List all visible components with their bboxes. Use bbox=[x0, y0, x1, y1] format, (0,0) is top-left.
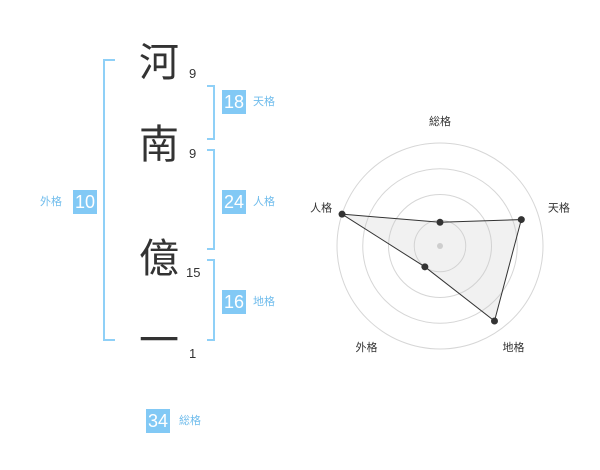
jinkaku-label: 人格 bbox=[253, 195, 275, 208]
radar-axis-label: 外格 bbox=[356, 340, 378, 354]
radar-ring bbox=[336, 142, 544, 350]
tenkaku-label: 天格 bbox=[253, 95, 275, 108]
jinkaku-value: 24 bbox=[222, 190, 246, 214]
name-char-3: 億 bbox=[139, 236, 179, 282]
radar-point-4 bbox=[421, 263, 429, 271]
radar-area bbox=[341, 213, 522, 322]
radar-point-2 bbox=[517, 216, 525, 224]
chikaku-label: 地格 bbox=[253, 295, 275, 308]
gaikaku-value: 10 bbox=[73, 190, 97, 214]
radar-center bbox=[437, 243, 443, 249]
radar-axis-label: 人格 bbox=[310, 200, 332, 214]
name-char-4: 一 bbox=[139, 318, 179, 364]
soukaku-value: 34 bbox=[146, 409, 170, 433]
radar-point-1 bbox=[436, 218, 444, 226]
soukaku-label: 総格 bbox=[179, 414, 201, 427]
name-char-1: 河 bbox=[139, 40, 179, 86]
stroke-count-2: 9 bbox=[189, 146, 197, 161]
chikaku-value: 16 bbox=[222, 290, 246, 314]
gaikaku-label: 外格 bbox=[40, 195, 62, 208]
tenkaku-value: 18 bbox=[222, 90, 246, 114]
stroke-count-1: 9 bbox=[189, 66, 197, 81]
stroke-count-4: 1 bbox=[189, 346, 197, 361]
radar-ring bbox=[362, 168, 518, 324]
name-char-2: 南 bbox=[139, 122, 179, 168]
radar-axis-label: 天格 bbox=[548, 200, 570, 214]
radar-axis-label: 総格 bbox=[429, 114, 451, 128]
radar-ring bbox=[388, 194, 492, 298]
stroke-count-3: 15 bbox=[186, 265, 201, 280]
radar-point-3 bbox=[490, 317, 498, 325]
radar-point-5 bbox=[338, 210, 346, 218]
radar-axis-label: 地格 bbox=[502, 340, 524, 354]
